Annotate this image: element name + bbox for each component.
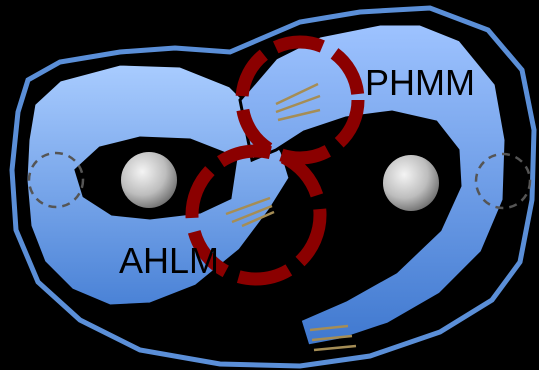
fiber-lines-bottom — [309, 324, 357, 352]
fiber-lines-middle — [225, 196, 275, 228]
right-sphere — [383, 155, 439, 211]
left-dashed-circle — [27, 151, 85, 209]
left-sphere — [121, 152, 177, 208]
lower-red-ring — [185, 144, 327, 286]
fiber-lines-top — [275, 82, 321, 122]
upper-red-ring — [235, 35, 365, 165]
right-dashed-circle — [474, 152, 532, 210]
ahlm-label: AHLM — [119, 240, 219, 281]
left-muscle-band — [24, 62, 292, 308]
phmm-label: PHMM — [365, 62, 475, 103]
outer-outline — [9, 5, 537, 369]
